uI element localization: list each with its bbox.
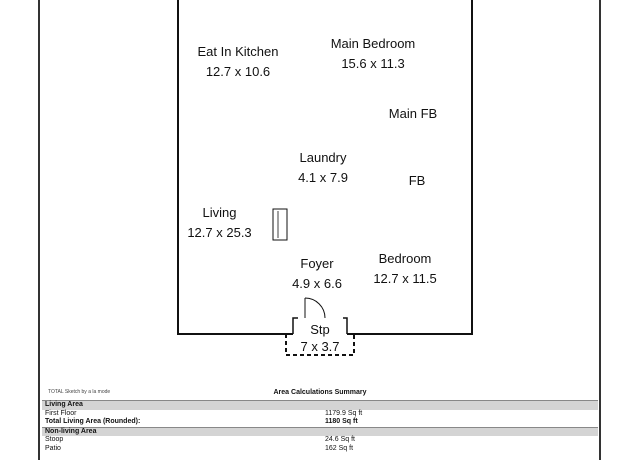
living-area-header: Living Area xyxy=(42,400,598,410)
room-laundry: Laundry 4.1 x 7.9 xyxy=(283,148,363,188)
room-name: Main FB xyxy=(388,106,438,121)
door-swing-arc xyxy=(304,297,326,319)
room-name: Living xyxy=(202,205,237,220)
room-dimensions: 4.1 x 7.9 xyxy=(298,170,348,185)
room-name: Bedroom xyxy=(378,251,432,266)
room-name: Eat In Kitchen xyxy=(197,44,279,59)
row-label: Total Living Area (Rounded): xyxy=(45,418,141,425)
sketch-credit: TOTAL Sketch by a la mode xyxy=(48,389,111,395)
row-value: 24.6 Sq ft xyxy=(325,436,355,443)
fireplace-symbol xyxy=(272,208,288,241)
room-main-fb: Main FB xyxy=(373,104,453,124)
total-living-area-row: Total Living Area (Rounded): 1180 Sq ft xyxy=(42,418,598,427)
room-dimensions: 12.7 x 25.3 xyxy=(187,225,252,240)
non-living-area-header: Non-living Area xyxy=(42,426,598,436)
room-dimensions: 12.7 x 10.6 xyxy=(205,64,271,79)
exterior-wall xyxy=(177,0,473,335)
stoop-row: Stoop 24.6 Sq ft xyxy=(42,436,598,445)
room-bedroom: Bedroom 12.7 x 11.5 xyxy=(360,249,450,289)
room-dimensions: 15.6 x 11.3 xyxy=(341,56,405,71)
section-label: Non-living Area xyxy=(45,427,97,435)
room-name: Stp xyxy=(310,322,330,337)
room-dimensions: 4.9 x 6.6 xyxy=(292,276,342,291)
room-living: Living 12.7 x 25.3 xyxy=(172,203,267,243)
room-name: Foyer xyxy=(300,256,334,271)
row-label: First Floor xyxy=(45,409,77,417)
area-summary-table: Living Area First Floor 1179.9 Sq ft Tot… xyxy=(42,400,598,453)
room-name: Laundry xyxy=(299,150,347,165)
row-label: Patio xyxy=(45,444,61,452)
sheet-border-left xyxy=(38,0,40,460)
sheet-border-right xyxy=(599,0,601,460)
area-summary-title: Area Calculations Summary xyxy=(273,389,367,396)
room-stoop: Stp 7 x 3.7 xyxy=(288,321,352,355)
patio-row: Patio 162 Sq ft xyxy=(42,445,598,454)
row-label: Stoop xyxy=(45,436,64,443)
row-value: 1179.9 Sq ft xyxy=(325,409,363,417)
room-fb: FB xyxy=(397,171,437,191)
room-name: Main Bedroom xyxy=(330,36,416,51)
row-value: 162 Sq ft xyxy=(325,444,354,452)
room-dimensions: 7 x 3.7 xyxy=(300,339,340,354)
room-main-bedroom: Main Bedroom 15.6 x 11.3 xyxy=(318,34,428,74)
room-foyer: Foyer 4.9 x 6.6 xyxy=(277,254,357,294)
section-label: Living Area xyxy=(45,401,83,408)
room-name: FB xyxy=(408,173,426,188)
row-value: 1180 Sq ft xyxy=(325,418,358,425)
entry-notch-wall xyxy=(292,317,348,334)
room-eat-in-kitchen: Eat In Kitchen 12.7 x 10.6 xyxy=(178,42,298,82)
first-floor-row: First Floor 1179.9 Sq ft xyxy=(42,410,598,419)
room-dimensions: 12.7 x 11.5 xyxy=(373,271,437,286)
